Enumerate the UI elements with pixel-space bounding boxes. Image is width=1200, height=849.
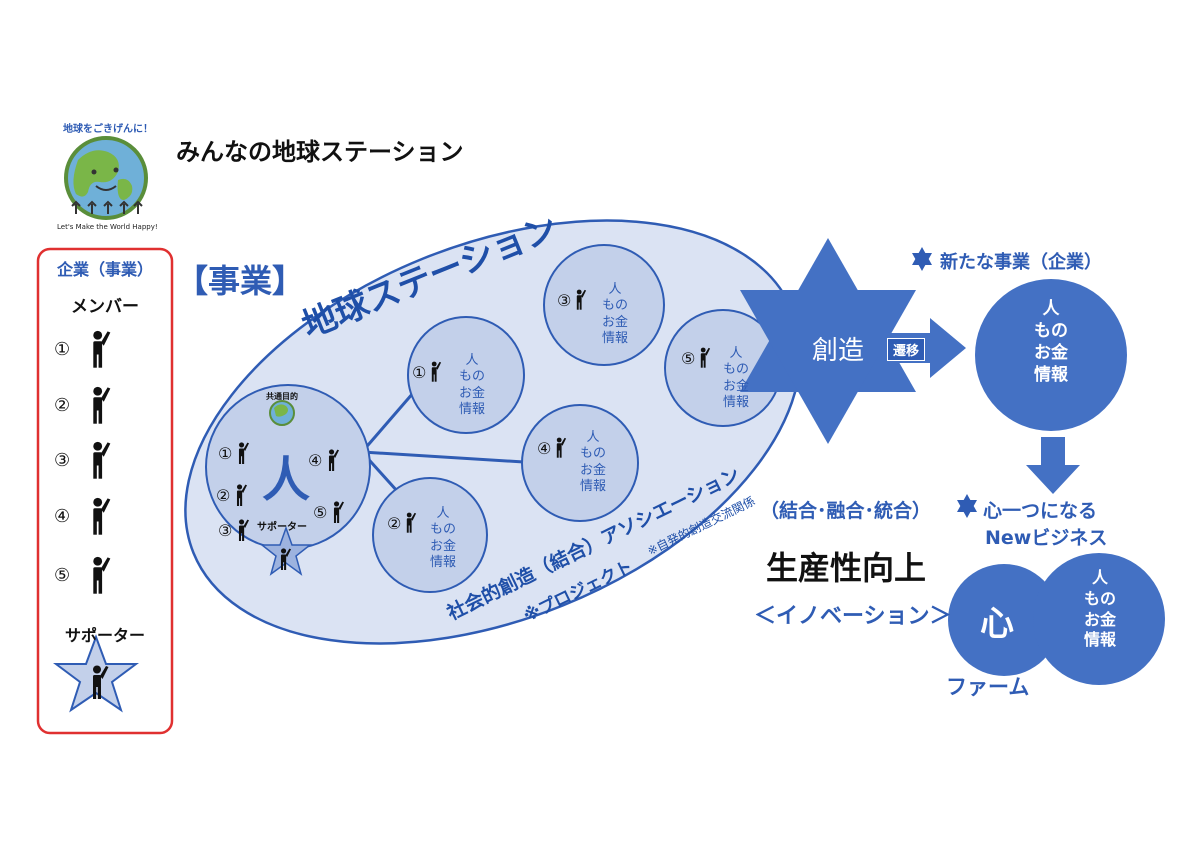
resource-money: お金 [1034,343,1068,364]
member-number-2: ② [54,395,71,416]
logo-globe [64,136,148,220]
resource-person: 人 [586,430,600,445]
productivity-label: 生産性向上 [766,549,927,587]
resource-info: 情報 [458,401,485,417]
transition-label: 遷移 [887,338,926,361]
small-star-new-business [912,247,932,271]
resource-money: お金 [458,385,485,401]
new-business-heading: 新たな事業（企業） [940,252,1102,273]
resource-goods: もの [429,522,456,538]
creation-label: 創造 [812,336,865,366]
unified-heading: 心一つになる [983,500,1098,522]
section-label: 【事業】 [176,262,305,300]
resource-info: 情報 [579,478,606,494]
circle-number-4: ④ [537,439,552,458]
sidebar-star-shape [53,634,139,713]
hub-slot-1: ① [218,444,233,463]
unified-subheading: Newビジネス [985,527,1108,549]
circle-number-5: ⑤ [681,349,696,368]
resource-circle-4 [521,404,639,522]
unified-resources: 人 もの お金 情報 [1064,568,1136,651]
circle-number-2: ② [387,514,402,533]
member-number-5: ⑤ [54,565,71,586]
creation-star-shape [740,238,916,444]
circle-number-3: ③ [557,291,572,310]
down-arrow-shape [1026,437,1080,494]
resource-person: 人 [1042,299,1060,319]
resource-goods: もの [1034,321,1068,342]
resource-list-2: 人 もの お金 情報 [418,506,468,571]
resource-money: お金 [601,314,628,330]
hub-big-char: 人 [262,452,311,508]
hub-globe-icon [269,400,295,426]
person-icon [93,441,111,479]
sidebar-border [36,247,174,735]
resource-list-3: 人 もの お金 情報 [590,282,640,347]
resource-list-1: 人 もの お金 情報 [447,353,497,418]
resource-person: 人 [1091,568,1108,587]
resource-money: お金 [1083,609,1116,629]
person-icon [93,556,111,594]
new-business-resources: 人 もの お金 情報 [1011,298,1091,386]
resource-list-5: 人 もの お金 情報 [711,346,761,411]
resource-circle-1 [407,316,525,434]
member-number-4: ④ [54,506,71,527]
innovation-label: ＜イノベーション＞ [754,604,952,629]
resource-money: お金 [579,462,606,478]
resource-money: お金 [429,538,456,554]
hub-small-label: 共通目的 [266,392,298,401]
resource-list-4: 人 もの お金 情報 [568,430,618,495]
resource-person: 人 [729,346,743,361]
resource-person: 人 [465,353,479,368]
resource-circle-3 [543,244,665,366]
hub-slot-2: ② [216,486,231,505]
person-icon [93,330,111,368]
supporter-label: サポーター [64,626,145,645]
resource-goods: もの [1083,588,1116,608]
sidebar-heading: 企業（事業） [56,260,153,279]
resource-info: 情報 [1083,630,1116,650]
resource-info: 情報 [429,554,456,570]
person-icon [93,497,111,535]
hub-supporter-label: サポーター [257,522,307,533]
resource-goods: もの [579,446,606,462]
resource-goods: もの [722,362,749,378]
farm-label: ファーム [946,675,1030,699]
resource-goods: もの [601,298,628,314]
resource-person: 人 [436,506,450,521]
person-icon [93,386,111,424]
resource-info: 情報 [601,330,628,346]
member-number-3: ③ [54,450,71,471]
new-business-circle [975,279,1127,431]
resource-goods: もの [458,369,485,385]
connector-line-4 [361,450,525,464]
hub-slot-5: ⑤ [313,503,328,522]
logo-arc-text: 地球をごきげんに！ [63,124,153,135]
resource-info: 情報 [722,394,749,410]
hub-slot-4: ④ [308,451,323,470]
heart-circle [948,564,1060,676]
member-number-1: ① [54,339,71,360]
combination-label: （結合･融合･統合） [760,500,932,522]
unified-resource-circle [1033,553,1165,685]
circle-number-1: ① [412,363,427,382]
resource-info: 情報 [1034,365,1068,386]
resource-circle-2 [372,477,488,593]
resource-person: 人 [608,282,622,297]
resource-money: お金 [722,378,749,394]
logo-caption: Let's Make the World Happy! [57,223,158,231]
members-label: メンバー [71,297,139,317]
connector-line-1 [360,384,422,453]
heart-label: 心 [980,604,1014,644]
page-title: みんなの地球ステーション [176,138,464,166]
hub-slot-3: ③ [218,521,233,540]
small-star-unified [957,494,977,518]
